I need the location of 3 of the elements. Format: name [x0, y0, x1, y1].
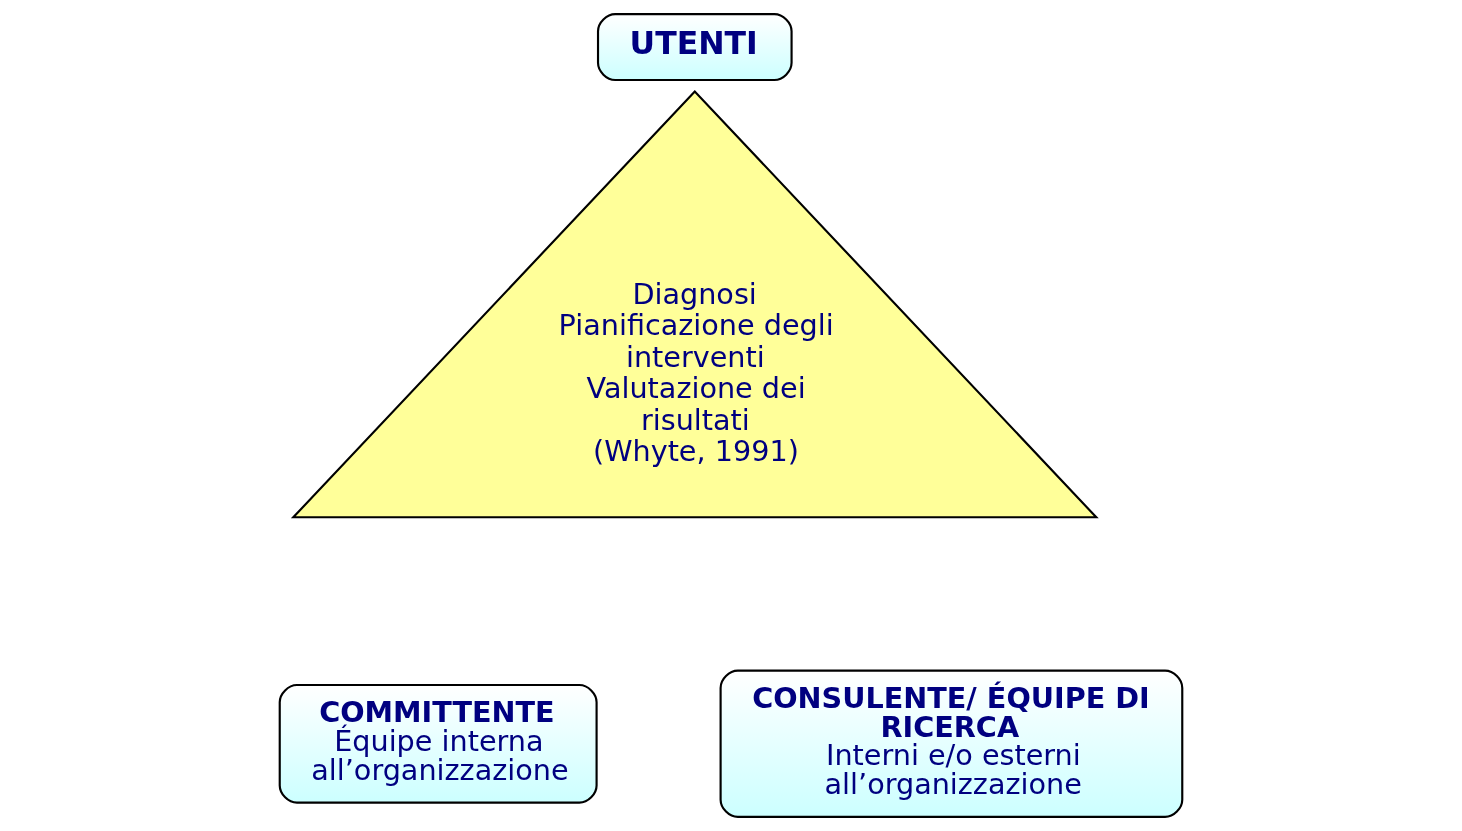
node-box: COMMITTENTE Équipe interna all’organizzazione — [278, 683, 598, 804]
node-box: UTENTI — [596, 13, 793, 82]
node-box: CONSULENTE/ ÉQUIPE DI RICERCA Interni e/o esterni all’organizzazione — [719, 669, 1184, 818]
